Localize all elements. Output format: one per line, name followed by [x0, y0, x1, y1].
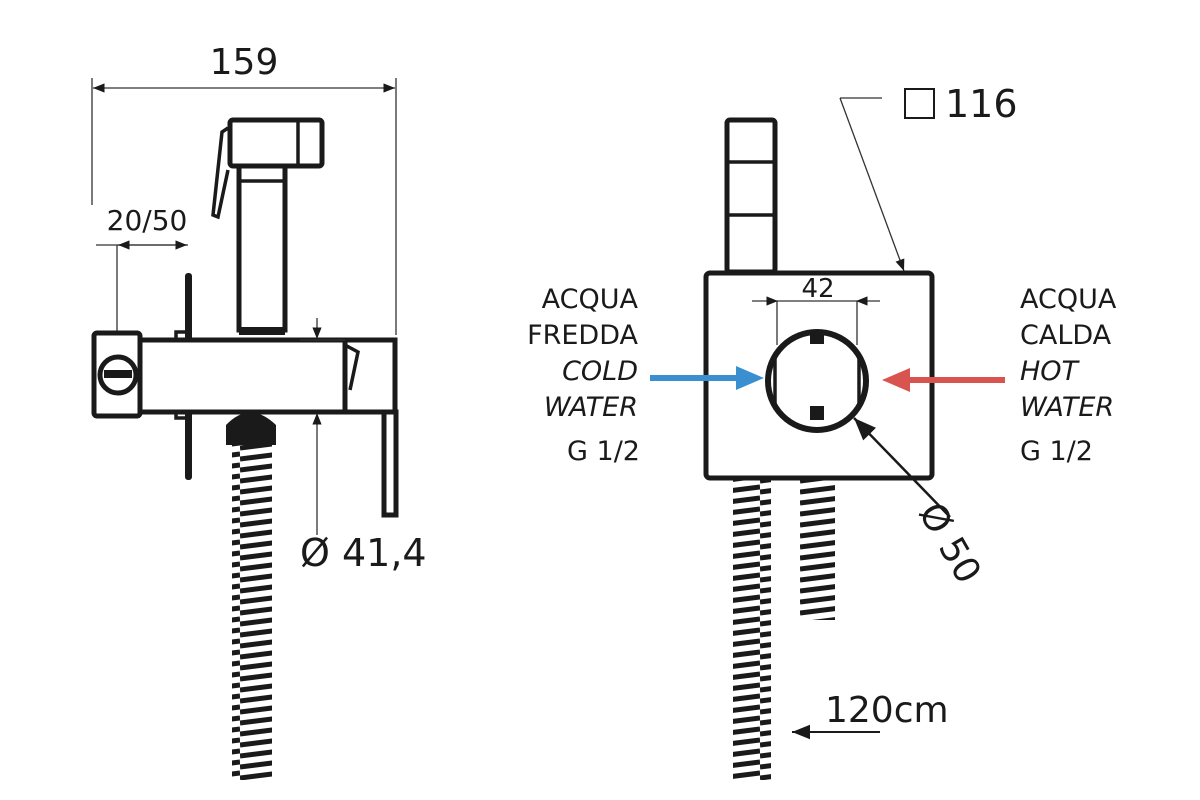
cartridge-width-label: 42	[801, 274, 834, 304]
cold-label-line-4: WATER	[544, 392, 638, 423]
hand-shower-head	[211, 117, 325, 335]
cold-label-line-3: COLD	[562, 356, 638, 387]
front-view: 116 42	[527, 82, 1117, 780]
cartridge-width-dimension: 42	[752, 274, 880, 345]
front-shower-stem	[724, 117, 778, 275]
cold-inlet-label: ACQUA FREDDA COLD WATER G 1/2	[527, 284, 640, 467]
hot-inlet-label: ACQUA CALDA HOT WATER G 1/2	[1020, 284, 1117, 467]
hole-diameter-label: Ø 50	[910, 496, 988, 591]
overall-width-dimension: 159	[91, 42, 397, 335]
plate-size-label: 116	[945, 82, 1018, 126]
wall-depth-dimension: 20/50	[96, 204, 188, 375]
overall-width-label: 159	[210, 42, 279, 83]
hot-thread-size: G 1/2	[1020, 436, 1093, 467]
front-hose-long	[733, 478, 771, 780]
hose-length-label: 120cm	[825, 690, 949, 731]
valve-body	[91, 330, 399, 518]
cold-thread-size: G 1/2	[567, 436, 640, 467]
hot-label-line-3: HOT	[1020, 356, 1081, 387]
cold-label-line-2: FREDDA	[527, 320, 638, 351]
cold-label-line-1: ACQUA	[542, 284, 639, 315]
side-hose	[226, 412, 276, 780]
side-view: 159 20/50	[91, 42, 427, 780]
body-diameter-label: Ø 41,4	[300, 531, 427, 575]
hose-length-dimension: 120cm	[792, 690, 949, 740]
wall-depth-label: 20/50	[107, 204, 188, 237]
valve-hole	[765, 329, 869, 433]
hot-label-line-2: CALDA	[1020, 320, 1112, 351]
plate-size-dimension: 116	[839, 82, 1018, 272]
cold-water-arrow	[650, 366, 764, 390]
hot-label-line-1: ACQUA	[1020, 284, 1117, 315]
body-diameter-dimension: Ø 41,4	[300, 318, 427, 575]
hot-label-line-4: WATER	[1020, 392, 1114, 423]
square-icon	[904, 88, 935, 119]
hot-water-arrow	[882, 368, 1005, 392]
front-hose-short	[800, 478, 835, 620]
